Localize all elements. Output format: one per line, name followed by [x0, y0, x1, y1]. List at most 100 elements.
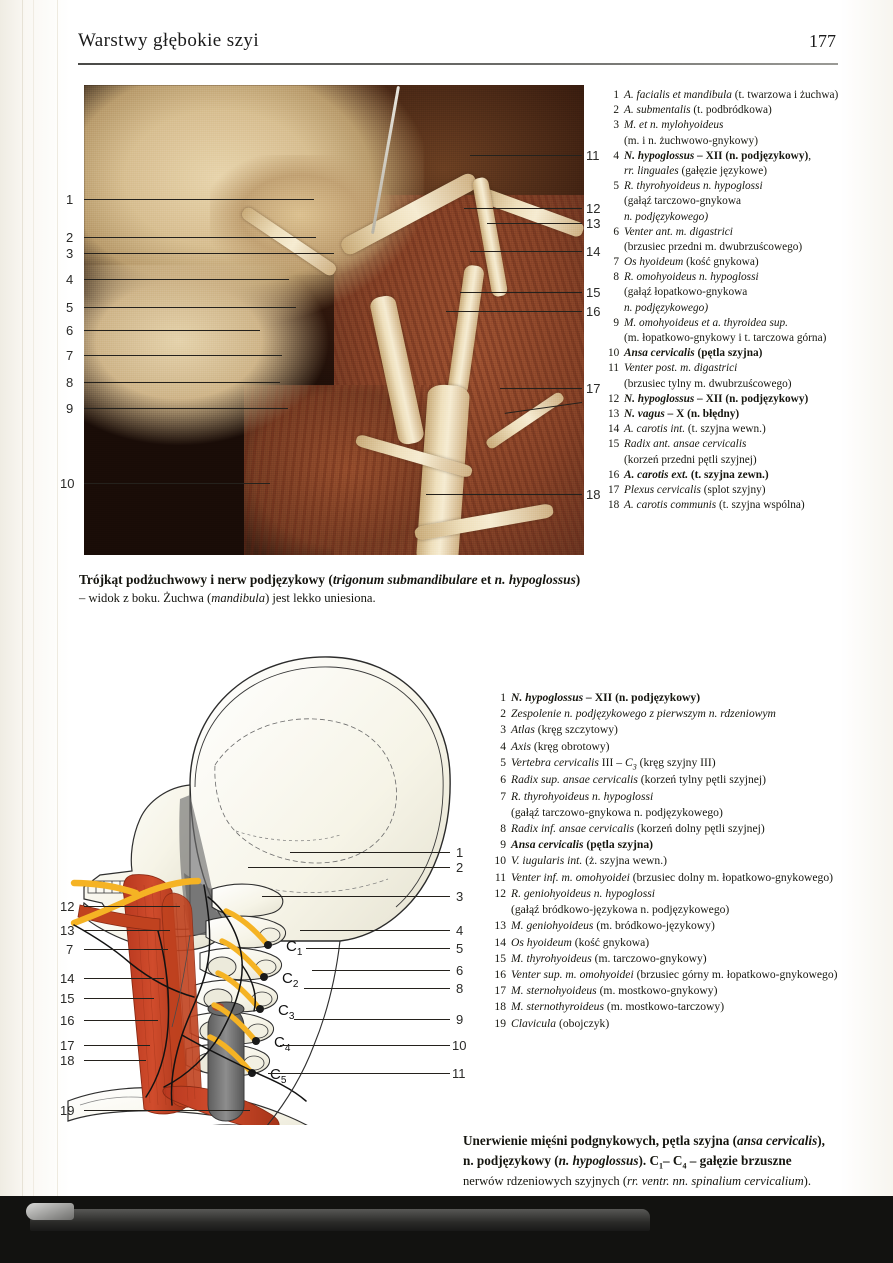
legend-entry-text: R. thyrohyoideus n. hypoglossi [624, 180, 763, 193]
leader-line [280, 1045, 450, 1046]
leader-line [460, 292, 582, 293]
legend-entry-number: 8 [500, 822, 506, 836]
legend-entry-number: 10 [608, 347, 620, 360]
legend-entry-text: Zespolenie n. podjęzykowego z pierwszym … [511, 707, 776, 721]
legend-entry: (m. łopatkowo-gnykowy i t. tarczowa górn… [608, 331, 864, 346]
legend-entry-text: V. iugularis int. (ż. szyjna wewn.) [511, 854, 667, 868]
legend-entry-number: 4 [613, 149, 619, 162]
figure-1-caption-line-1: Trójkąt podżuchwowy i nerw podjęzykowy (… [79, 572, 581, 587]
hypoglossal-nerve-yellow [70, 877, 202, 927]
legend-entry-text: A. carotis communis (t. szyjna wspólna) [624, 499, 805, 512]
legend-entry: 17 M. sternohyoideus (m. mostkowo-gnykowy… [494, 983, 886, 999]
legend-entry-text: Plexus cervicalis (splot szyjny) [624, 483, 766, 496]
leader-line [470, 251, 582, 252]
legend-entry-number: 1 [500, 691, 506, 704]
leader-line [84, 199, 314, 200]
figure-2-leader-number: 19 [60, 1103, 75, 1118]
legend-entry-number: 17 [608, 483, 620, 496]
leader-line [84, 1045, 150, 1046]
vertebra-label-c2: C2 [282, 970, 299, 990]
figure-1-leader-number: 4 [66, 272, 74, 287]
legend-entry-text: (gałąź bródkowo-językowa n. podjęzykoweg… [511, 903, 730, 917]
leader-line [470, 155, 582, 156]
legend-entry-number: 15 [608, 438, 620, 451]
legend-entry-text: Venter ant. m. digastrici [624, 225, 733, 238]
leader-line [426, 494, 582, 495]
legend-entry-text: R. omohyoideus n. hypoglossi [624, 271, 759, 284]
legend-entry-number: 12 [494, 886, 506, 900]
leader-line [304, 988, 450, 989]
page-title: Warstwy głębokie szyi [78, 30, 259, 51]
page-number: 177 [809, 31, 836, 51]
legend-entry-number: 16 [608, 468, 620, 481]
leader-line [300, 930, 450, 931]
figure-1-leader-number: 3 [66, 246, 74, 261]
legend-entry-text: Vertebra cervicalis III – C3 (kręg szyjn… [511, 755, 716, 772]
legend-entry-number: 7 [613, 256, 619, 269]
figure-2-leader-number: 14 [60, 971, 75, 986]
infrahyoid-muscles-red [77, 874, 280, 1132]
leader-line [84, 906, 180, 907]
photo-grain-overlay [84, 85, 584, 555]
book-page-sheet: Warstwy głębokie szyi 177 [0, 0, 893, 1227]
leader-line [84, 307, 296, 308]
legend-entry-text: N. hypoglossus – XII (n. podjęzykowy), [624, 149, 812, 162]
legend-entry-text: (korzeń przedni pętli szyjnej) [624, 453, 757, 466]
leader-line [84, 998, 154, 999]
legend-entry-number [608, 134, 624, 149]
figure-2-leader-number: 16 [60, 1013, 75, 1028]
leader-line [262, 896, 450, 897]
legend-entry-number: 6 [613, 225, 619, 238]
legend-entry-text: N. hypoglossus – XII (n. podjęzykowy) [511, 691, 701, 704]
legend-entry-number: 3 [500, 723, 506, 737]
legend-entry-text: Radix sup. ansae cervicalis (korzeń tyln… [511, 773, 767, 787]
binding-gutter-line [33, 0, 34, 1196]
figure-2-leader-number: 13 [60, 923, 75, 938]
figure-1-leader-number: 5 [66, 300, 74, 315]
legend-entry: n. podjęzykowego) [608, 210, 864, 225]
figure-2-caption: Unerwienie mięśni podgnykowych, pętla sz… [463, 1131, 883, 1191]
figure-2-leader-number: 2 [456, 860, 464, 875]
legend-entry-number: 9 [500, 838, 506, 852]
ansa-cervicalis-black-branches [73, 884, 307, 1106]
figure-1-leader-number: 15 [586, 285, 601, 300]
leader-line [84, 978, 164, 979]
legend-entry-number: 14 [494, 935, 506, 949]
legend-entry-text: M. sternohyoideus (m. mostkowo-gnykowy) [511, 984, 718, 998]
legend-entry-text: Venter post. m. digastrici [624, 362, 738, 375]
legend-entry-number: 9 [613, 316, 619, 329]
figure-1-caption-line-2: – widok z boku. Żuchwa (mandibula) jest … [79, 591, 376, 606]
figure-1-leader-number: 8 [66, 375, 74, 390]
neck-skin-contour [171, 934, 191, 1028]
scanner-nub-artifact [26, 1203, 74, 1220]
leader-line [312, 970, 450, 971]
figure-1-leader-number: 12 [586, 201, 601, 216]
legend-entry-number: 13 [494, 919, 506, 933]
legend-entry-text: rr. linguales (gałęzie językowe) [624, 164, 768, 177]
figure-1-leader-number: 7 [66, 348, 74, 363]
legend-entry-text: A. facialis et mandibula (t. twarzowa i … [624, 89, 839, 101]
figure-2-leader-number: 12 [60, 899, 75, 914]
legend-entry-text: (gałąź tarczowo-gnykowa [624, 195, 741, 208]
leader-line [290, 852, 450, 853]
legend-entry-number [608, 285, 624, 300]
leader-line [84, 483, 270, 484]
legend-entry-text: N. vagus – X (n. błędny) [624, 407, 740, 420]
legend-entry-number: 17 [494, 984, 506, 998]
figure-2-leader-number: 5 [456, 941, 464, 956]
legend-entry-text: Os hyoideum (kość gnykowa) [511, 935, 650, 949]
legend-entry-number: 3 [613, 119, 619, 132]
